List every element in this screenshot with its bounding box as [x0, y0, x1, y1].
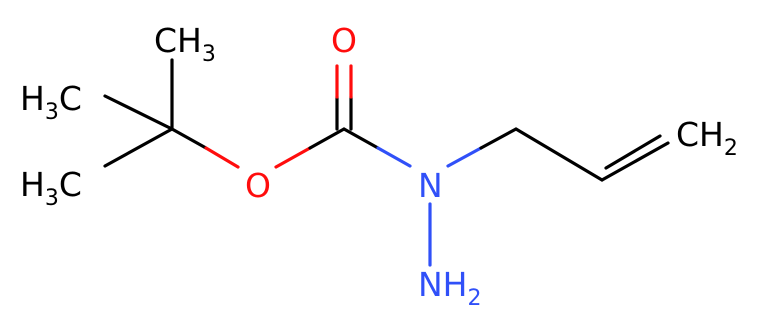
atom-ch3-left-upper: H3C — [20, 79, 82, 125]
bond-cq-ch3-left-lower — [103, 127, 174, 168]
bond-n-ch2 — [479, 127, 518, 150]
atom-ch3-left-lower: H3C — [20, 165, 82, 211]
atom-ch3-top: CH3 — [154, 21, 216, 67]
bond-n-ch2-blue — [446, 146, 483, 168]
bond-o-c-red — [274, 146, 312, 169]
bond-o-c — [308, 127, 346, 150]
atom-nh2: NH2 — [418, 265, 482, 311]
bond-ch-ch2-double-b — [604, 134, 662, 170]
bond-cq-o-red — [204, 146, 240, 169]
bond-cq-o — [170, 127, 208, 150]
atom-o-carbonyl: O — [331, 21, 357, 60]
atom-n-hydrazide: N — [418, 166, 443, 205]
bond-ch-ch2-double-a — [600, 141, 670, 182]
atom-ch2-terminal: CH2 — [676, 115, 738, 161]
atom-labels: CH3 H3C H3C O O N NH2 CH2 — [20, 21, 738, 311]
bond-cq-ch3-left-upper — [103, 94, 174, 131]
bonds — [103, 58, 670, 267]
atom-o-ester: O — [245, 166, 271, 205]
bond-ch2-ch — [514, 127, 604, 182]
bond-c-n-blue — [376, 146, 412, 168]
bond-c-n — [342, 127, 380, 150]
